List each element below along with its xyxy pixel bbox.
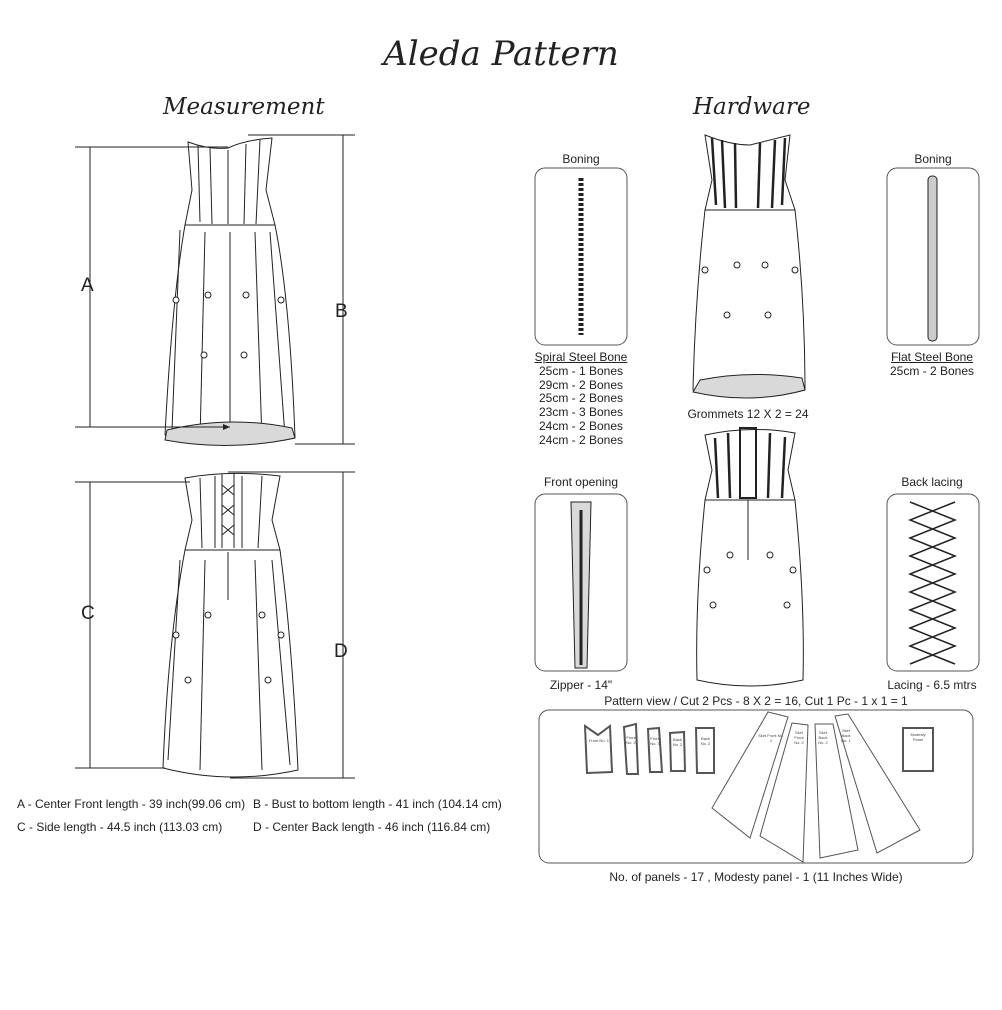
panels-footer: No. of panels - 17 , Modesty panel - 1 (… xyxy=(609,870,903,884)
page-title: Aleda Pattern xyxy=(383,34,619,74)
pattern-pieces xyxy=(538,709,974,864)
pattern-piece-label: Back No. 2 xyxy=(700,736,711,746)
dimension-d-label: D xyxy=(334,641,348,662)
pattern-piece-label: Skirt Front No. 1 xyxy=(758,733,784,743)
back-lacing-label: Back lacing xyxy=(901,475,963,489)
hardware-heading: Hardware xyxy=(693,94,811,120)
hardware-front-dress xyxy=(692,134,806,399)
pattern-piece-label: Skirt Back No. 1 xyxy=(841,728,851,743)
zipper-caption: Zipper - 14" xyxy=(549,678,613,692)
pattern-piece-label: Skirt Front No. 2 xyxy=(794,730,804,745)
boning-left-label: Boning xyxy=(562,152,600,166)
front-opening-label: Front opening xyxy=(543,475,619,489)
bone-item: 24cm - 2 Bones xyxy=(538,432,624,447)
bone-item: 25cm - 2 Bones xyxy=(889,363,975,378)
dimension-b-label: B xyxy=(335,301,348,322)
measurement-heading: Measurement xyxy=(163,94,325,120)
pattern-piece-label: Modesty Panel xyxy=(910,732,926,742)
bone-item: 29cm - 2 Bones xyxy=(538,377,624,392)
front-dress-drawing xyxy=(164,137,296,446)
spiral-bone-box xyxy=(534,167,628,346)
hardware-back-dress xyxy=(696,427,804,687)
measurement-note-d: D - Center Back length - 46 inch (116.84… xyxy=(253,820,491,834)
flat-bone-list: Flat Steel Bone 25cm - 2 Bones xyxy=(872,350,992,379)
bone-item: 25cm - 1 Bones xyxy=(538,363,624,378)
lacing-box xyxy=(886,493,980,672)
flat-bone-box xyxy=(886,167,980,346)
bone-item: 25cm - 2 Bones xyxy=(538,391,624,406)
dimension-a-label: A xyxy=(81,275,94,296)
pattern-piece-label: Front No. 2 xyxy=(626,735,636,745)
back-dress-drawing xyxy=(162,472,299,778)
bone-item: 23cm - 3 Bones xyxy=(538,405,624,420)
bone-item: 24cm - 2 Bones xyxy=(538,418,624,433)
flat-bone-name: Flat Steel Bone xyxy=(890,350,974,364)
dimension-lines xyxy=(75,134,355,779)
measurement-note-b: B - Bust to bottom length - 41 inch (104… xyxy=(253,797,502,811)
grommets-label: Grommets 12 X 2 = 24 xyxy=(687,407,809,421)
measurement-note-a: A - Center Front length - 39 inch(99.06 … xyxy=(17,797,246,811)
pattern-view-heading: Pattern view / Cut 2 Pcs - 8 X 2 = 16, C… xyxy=(604,694,908,708)
zipper-box xyxy=(534,493,628,672)
spiral-bone-name: Spiral Steel Bone xyxy=(534,350,628,364)
spiral-bone-list: Spiral Steel Bone 25cm - 1 Bones 29cm - … xyxy=(521,350,641,448)
dimension-c-label: C xyxy=(81,603,95,624)
pattern-piece-label: Front No. 3 xyxy=(650,736,660,746)
boning-right-label: Boning xyxy=(914,152,952,166)
pattern-piece-label: Back No. 2 xyxy=(672,737,683,747)
pattern-piece-label: Front No. 1 xyxy=(588,738,609,743)
lacing-caption: Lacing - 6.5 mtrs xyxy=(887,678,977,692)
pattern-piece-label: Skirt Back No. 2 xyxy=(818,730,828,745)
measurement-note-c: C - Side length - 44.5 inch (113.03 cm) xyxy=(17,820,223,834)
